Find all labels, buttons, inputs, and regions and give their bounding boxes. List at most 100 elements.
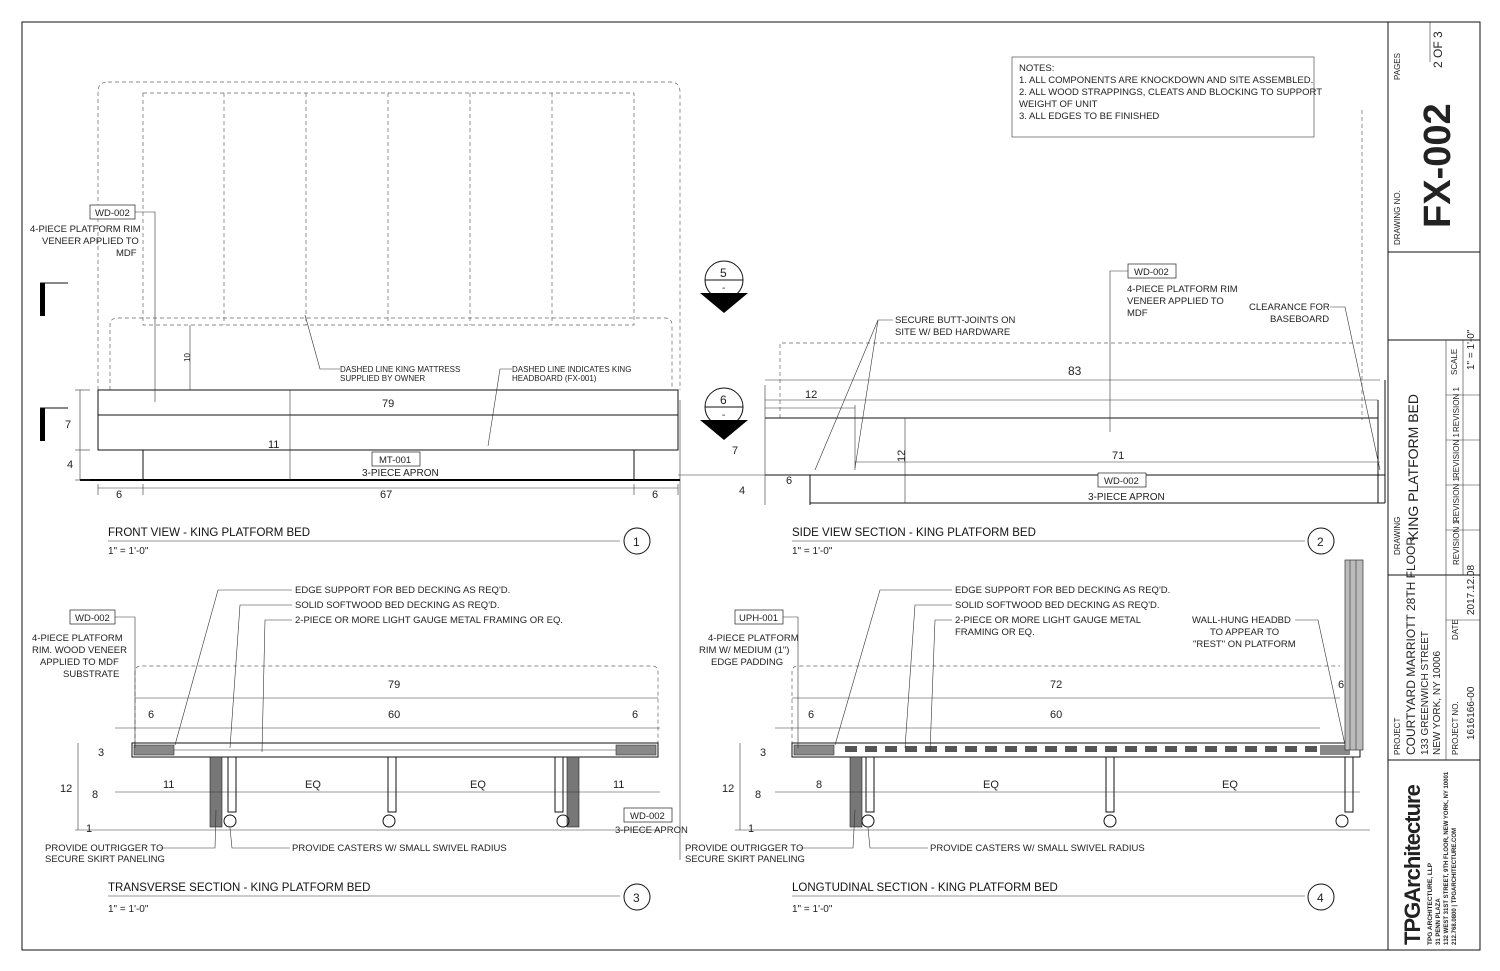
label-apron-front: 3-PIECE APRON <box>362 468 439 479</box>
tag-mt001 <box>371 451 421 467</box>
label-outrigger-1: PROVIDE OUTRIGGER TO <box>45 843 163 854</box>
view-title-2: SIDE VIEW SECTION - KING PLATFORM BED 1"… <box>792 527 1335 557</box>
tag-wd002-trans-text: WD-002 <box>75 613 110 624</box>
drawing-no-label: DRAWING NO. <box>1393 190 1402 245</box>
tag-wd002-apron <box>1097 472 1147 488</box>
dim-eq-trans-1: EQ <box>305 779 321 791</box>
label-apron-trans: 3-PIECE APRON <box>615 825 688 836</box>
label-framing: 2-PIECE OR MORE LIGHT GAUGE METAL FRAMIN… <box>295 615 563 626</box>
note-1: 1. ALL COMPONENTS ARE KNOCKDOWN AND SITE… <box>1019 75 1313 86</box>
sheet-border <box>21 21 1481 951</box>
firm-name: TPG ARCHITECTURE, LLP <box>1427 862 1434 945</box>
label-mattress-2: SUPPLIED BY OWNER <box>340 374 425 383</box>
view-1-number: 1 <box>633 535 640 549</box>
revision-label-3: REVISION 1 <box>1452 477 1461 522</box>
view-title-3: TRANSVERSE SECTION - KING PLATFORM BED 1… <box>108 882 651 915</box>
marker-5-sheet: - <box>722 283 725 294</box>
label-outrigger-2: SECURE SKIRT PANELING <box>45 854 165 865</box>
view-1-title: FRONT VIEW - KING PLATFORM BED <box>108 527 310 539</box>
view-3-title: TRANSVERSE SECTION - KING PLATFORM BED <box>108 882 370 894</box>
dim-eq-long-1: EQ <box>983 779 999 791</box>
firm-address-2: 132 WEST 31ST STREET, 9TH FLOOR, NEW YOR… <box>1444 771 1450 945</box>
project-street: 133 GREENWICH STREET <box>1420 631 1431 755</box>
dim-6-right: 6 <box>652 489 658 501</box>
dim-72: 72 <box>1050 679 1062 691</box>
dim-eq-trans-2: EQ <box>470 779 486 791</box>
label-side-rim-1: 4-PIECE PLATFORM RIM <box>1127 284 1238 295</box>
dim-6-trans-r: 6 <box>632 709 638 721</box>
tag-wd002-front-text: WD-002 <box>95 208 130 219</box>
tag-uph001-text: UPH-001 <box>739 613 778 624</box>
dim-8b-long: 8 <box>755 789 761 801</box>
revision-label-2: REVISION 1 <box>1452 433 1461 478</box>
dim-7-front: 7 <box>65 419 71 431</box>
dim-79-front: 79 <box>382 398 394 410</box>
dim-8-trans: 8 <box>92 789 98 801</box>
view-title-1: FRONT VIEW - KING PLATFORM BED 1" = 1'-0… <box>108 527 651 557</box>
dim-4-side: 4 <box>739 485 745 497</box>
dim-4-front: 4 <box>67 459 73 471</box>
note-2: 2. ALL WOOD STRAPPINGS, CLEATS AND BLOCK… <box>1019 87 1322 98</box>
section-marker-5: 5 - <box>700 260 748 313</box>
label-rim-pad-1: 4-PIECE PLATFORM <box>708 633 799 644</box>
label-rim-veneer-1: 4-PIECE PLATFORM RIM <box>30 224 141 235</box>
label-rim-pad-2: RIM W/ MEDIUM (1") <box>699 645 789 656</box>
dim-11-front: 11 <box>268 439 279 451</box>
side-view: 83 12 71 12 6 4 7 WD-002 4-PIECE PLATFOR… <box>732 110 1386 505</box>
front-view: 6 67 6 79 7 4 11 10 WD-002 4-PIECE PLATF… <box>30 81 681 501</box>
date-label: DATE <box>1451 619 1460 640</box>
dim-12-long: 12 <box>722 783 734 795</box>
dim-8-long: 8 <box>816 779 822 791</box>
label-softwood-long: SOLID SOFTWOOD BED DECKING AS REQ'D. <box>955 600 1160 611</box>
dim-60-long: 60 <box>1050 709 1062 721</box>
revision-label-4: REVISION 1 <box>1452 520 1461 565</box>
label-rim-pad-3: EDGE PADDING <box>711 657 783 668</box>
view-3-scale: 1" = 1'-0" <box>108 904 149 915</box>
project-no-value: 1616166-00 <box>1466 686 1477 740</box>
dim-60-trans: 60 <box>388 709 400 721</box>
label-edge-support-long: EDGE SUPPORT FOR BED DECKING AS REQ'D. <box>955 585 1170 596</box>
view-2-scale: 1" = 1'-0" <box>792 546 833 557</box>
dim-6-trans-l: 6 <box>148 709 154 721</box>
tag-wd002-apron-text: WD-002 <box>1104 476 1139 487</box>
marker-6-number: 6 <box>720 393 727 407</box>
dim-12-side-v: 12 <box>896 450 908 462</box>
label-headbd-1: WALL-HUNG HEADBD <box>1192 615 1291 626</box>
label-outrigger-long-1: PROVIDE OUTRIGGER TO <box>685 843 803 854</box>
pages-label: PAGES <box>1393 53 1402 80</box>
project-name: COURTYARD MARRIOTT 28TH FLOOR <box>1404 537 1418 755</box>
dim-6-left: 6 <box>116 489 122 501</box>
date-value: 2017.12.08 <box>1466 565 1477 615</box>
dim-1-long: 1 <box>748 823 754 835</box>
note-3: 3. ALL EDGES TO BE FINISHED <box>1019 111 1159 122</box>
dim-6-side: 6 <box>786 475 792 487</box>
label-clearance-1: CLEARANCE FOR <box>1249 302 1330 313</box>
dim-12-side: 12 <box>805 389 817 401</box>
label-framing-long-2: FRAMING OR EQ. <box>955 627 1035 638</box>
label-clearance-2: BASEBOARD <box>1270 314 1329 325</box>
dim-1-trans: 1 <box>86 823 92 835</box>
view-3-number: 3 <box>633 891 640 905</box>
revision-label-1: REVISION 1 <box>1452 387 1461 432</box>
tag-wd002-trans-apron-text: WD-002 <box>630 811 665 822</box>
dim-6-long-r: 6 <box>1338 679 1344 691</box>
firm-contact: 212.768.0800 | TPGARCHITECTURE.COM <box>1452 828 1458 945</box>
label-edge-support: EDGE SUPPORT FOR BED DECKING AS REQ'D. <box>295 585 510 596</box>
label-rim-wood-4: SUBSTRATE <box>63 669 119 680</box>
label-softwood: SOLID SOFTWOOD BED DECKING AS REQ'D. <box>295 600 500 611</box>
dim-67: 67 <box>380 489 392 501</box>
view-2-title: SIDE VIEW SECTION - KING PLATFORM BED <box>792 527 1036 539</box>
tag-wd002-trans-apron <box>623 807 673 823</box>
dim-3-trans: 3 <box>98 747 104 759</box>
marker-5-number: 5 <box>720 266 727 280</box>
notes-box <box>1011 56 1315 138</box>
section-marker-6: 6 - <box>700 387 748 440</box>
label-rim-wood-1: 4-PIECE PLATFORM <box>32 633 123 644</box>
label-rim-veneer-2: VENEER APPLIED TO <box>42 236 139 247</box>
label-headboard-1: DASHED LINE INDICATES KING <box>512 365 631 374</box>
notes-heading: NOTES: <box>1019 63 1054 74</box>
view-4-title: LONGTUDINAL SECTION - KING PLATFORM BED <box>792 882 1058 894</box>
label-apron-side: 3-PIECE APRON <box>1088 492 1165 503</box>
project-label: PROJECT <box>1393 718 1402 755</box>
